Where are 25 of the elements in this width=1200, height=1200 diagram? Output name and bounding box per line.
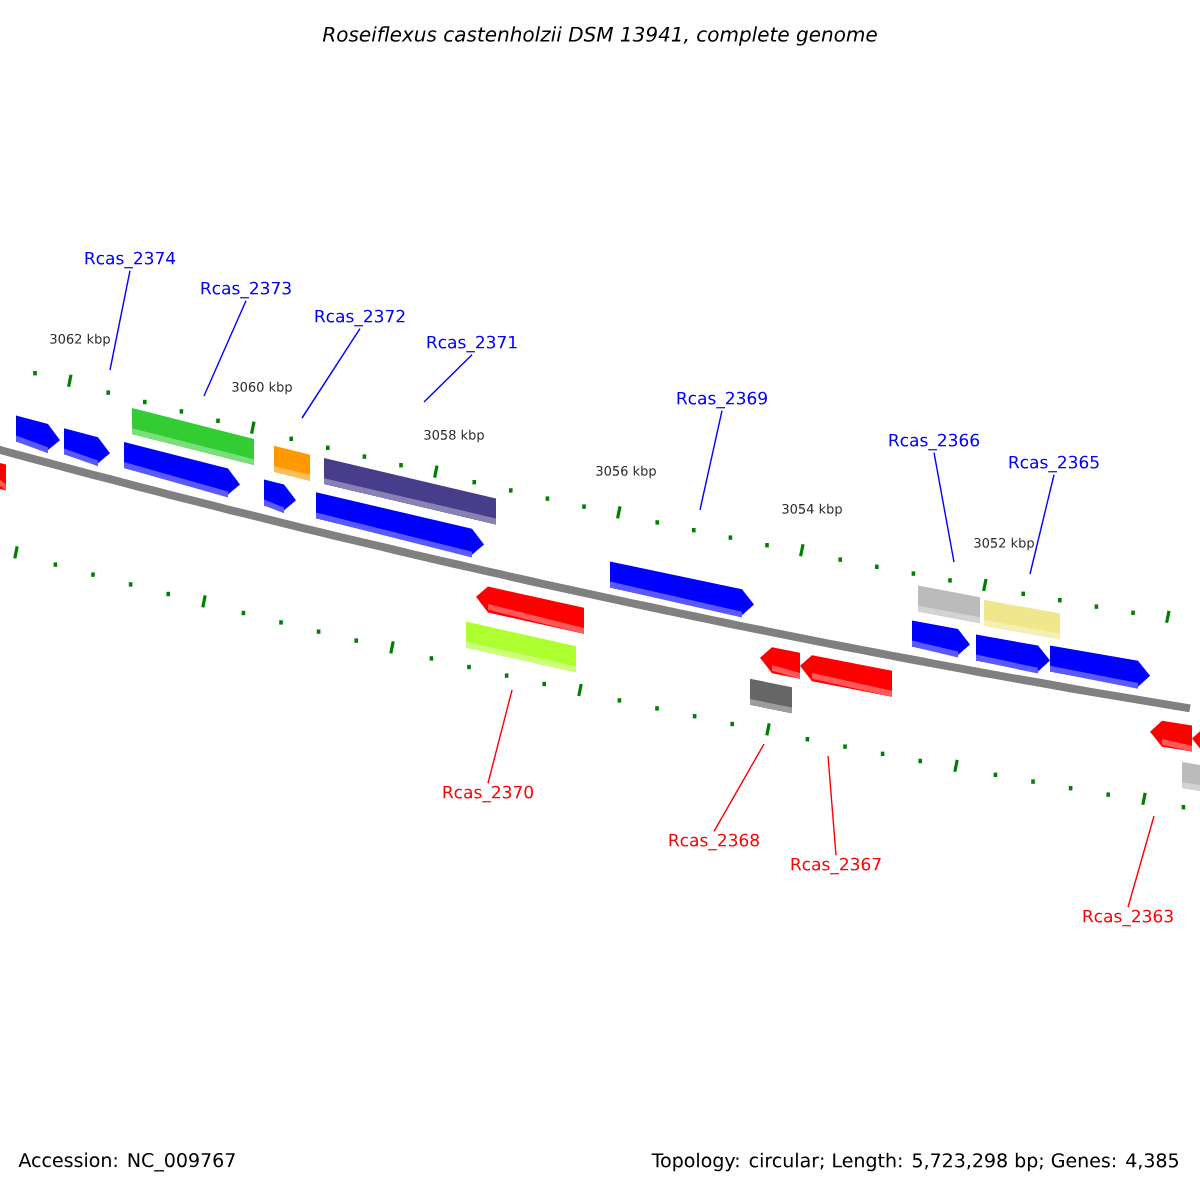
- gene-label: Rcas_2371: [427, 335, 517, 353]
- gene-label: Rcas_2369: [677, 391, 767, 409]
- footer-text: Topology: circular; Length: 5,723,298 bp; Genes: 4,385: [651, 1152, 1178, 1172]
- gene-label: Rcas_2370: [443, 785, 533, 803]
- footer-text: Accession: NC_009767: [18, 1152, 235, 1172]
- leader-line: [827, 755, 837, 856]
- gene-label: Rcas_2365: [1009, 455, 1099, 473]
- leader-line: [933, 452, 955, 563]
- gene-label: Rcas_2367: [791, 857, 881, 875]
- gene-label: Rcas_2373: [201, 281, 291, 299]
- gene-label: Rcas_2374: [85, 251, 176, 269]
- leader-line: [203, 300, 247, 397]
- leader-line: [713, 743, 765, 832]
- title: Roseiflexus castenholzii DSM 13941, complete genome: [322, 26, 877, 46]
- gene-label: Rcas_2363: [1083, 909, 1173, 927]
- leader-line: [423, 354, 473, 403]
- leader-line: [487, 689, 513, 784]
- gene-label: Rcas_2368: [669, 833, 759, 851]
- gene-label: Rcas_2372: [315, 309, 405, 327]
- gene-label: Rcas_2366: [889, 433, 980, 451]
- leader-line: [1029, 474, 1055, 575]
- leader-line: [301, 328, 361, 419]
- leader-line: [699, 410, 723, 511]
- leader-line: [109, 270, 131, 371]
- leader-line: [1127, 815, 1155, 908]
